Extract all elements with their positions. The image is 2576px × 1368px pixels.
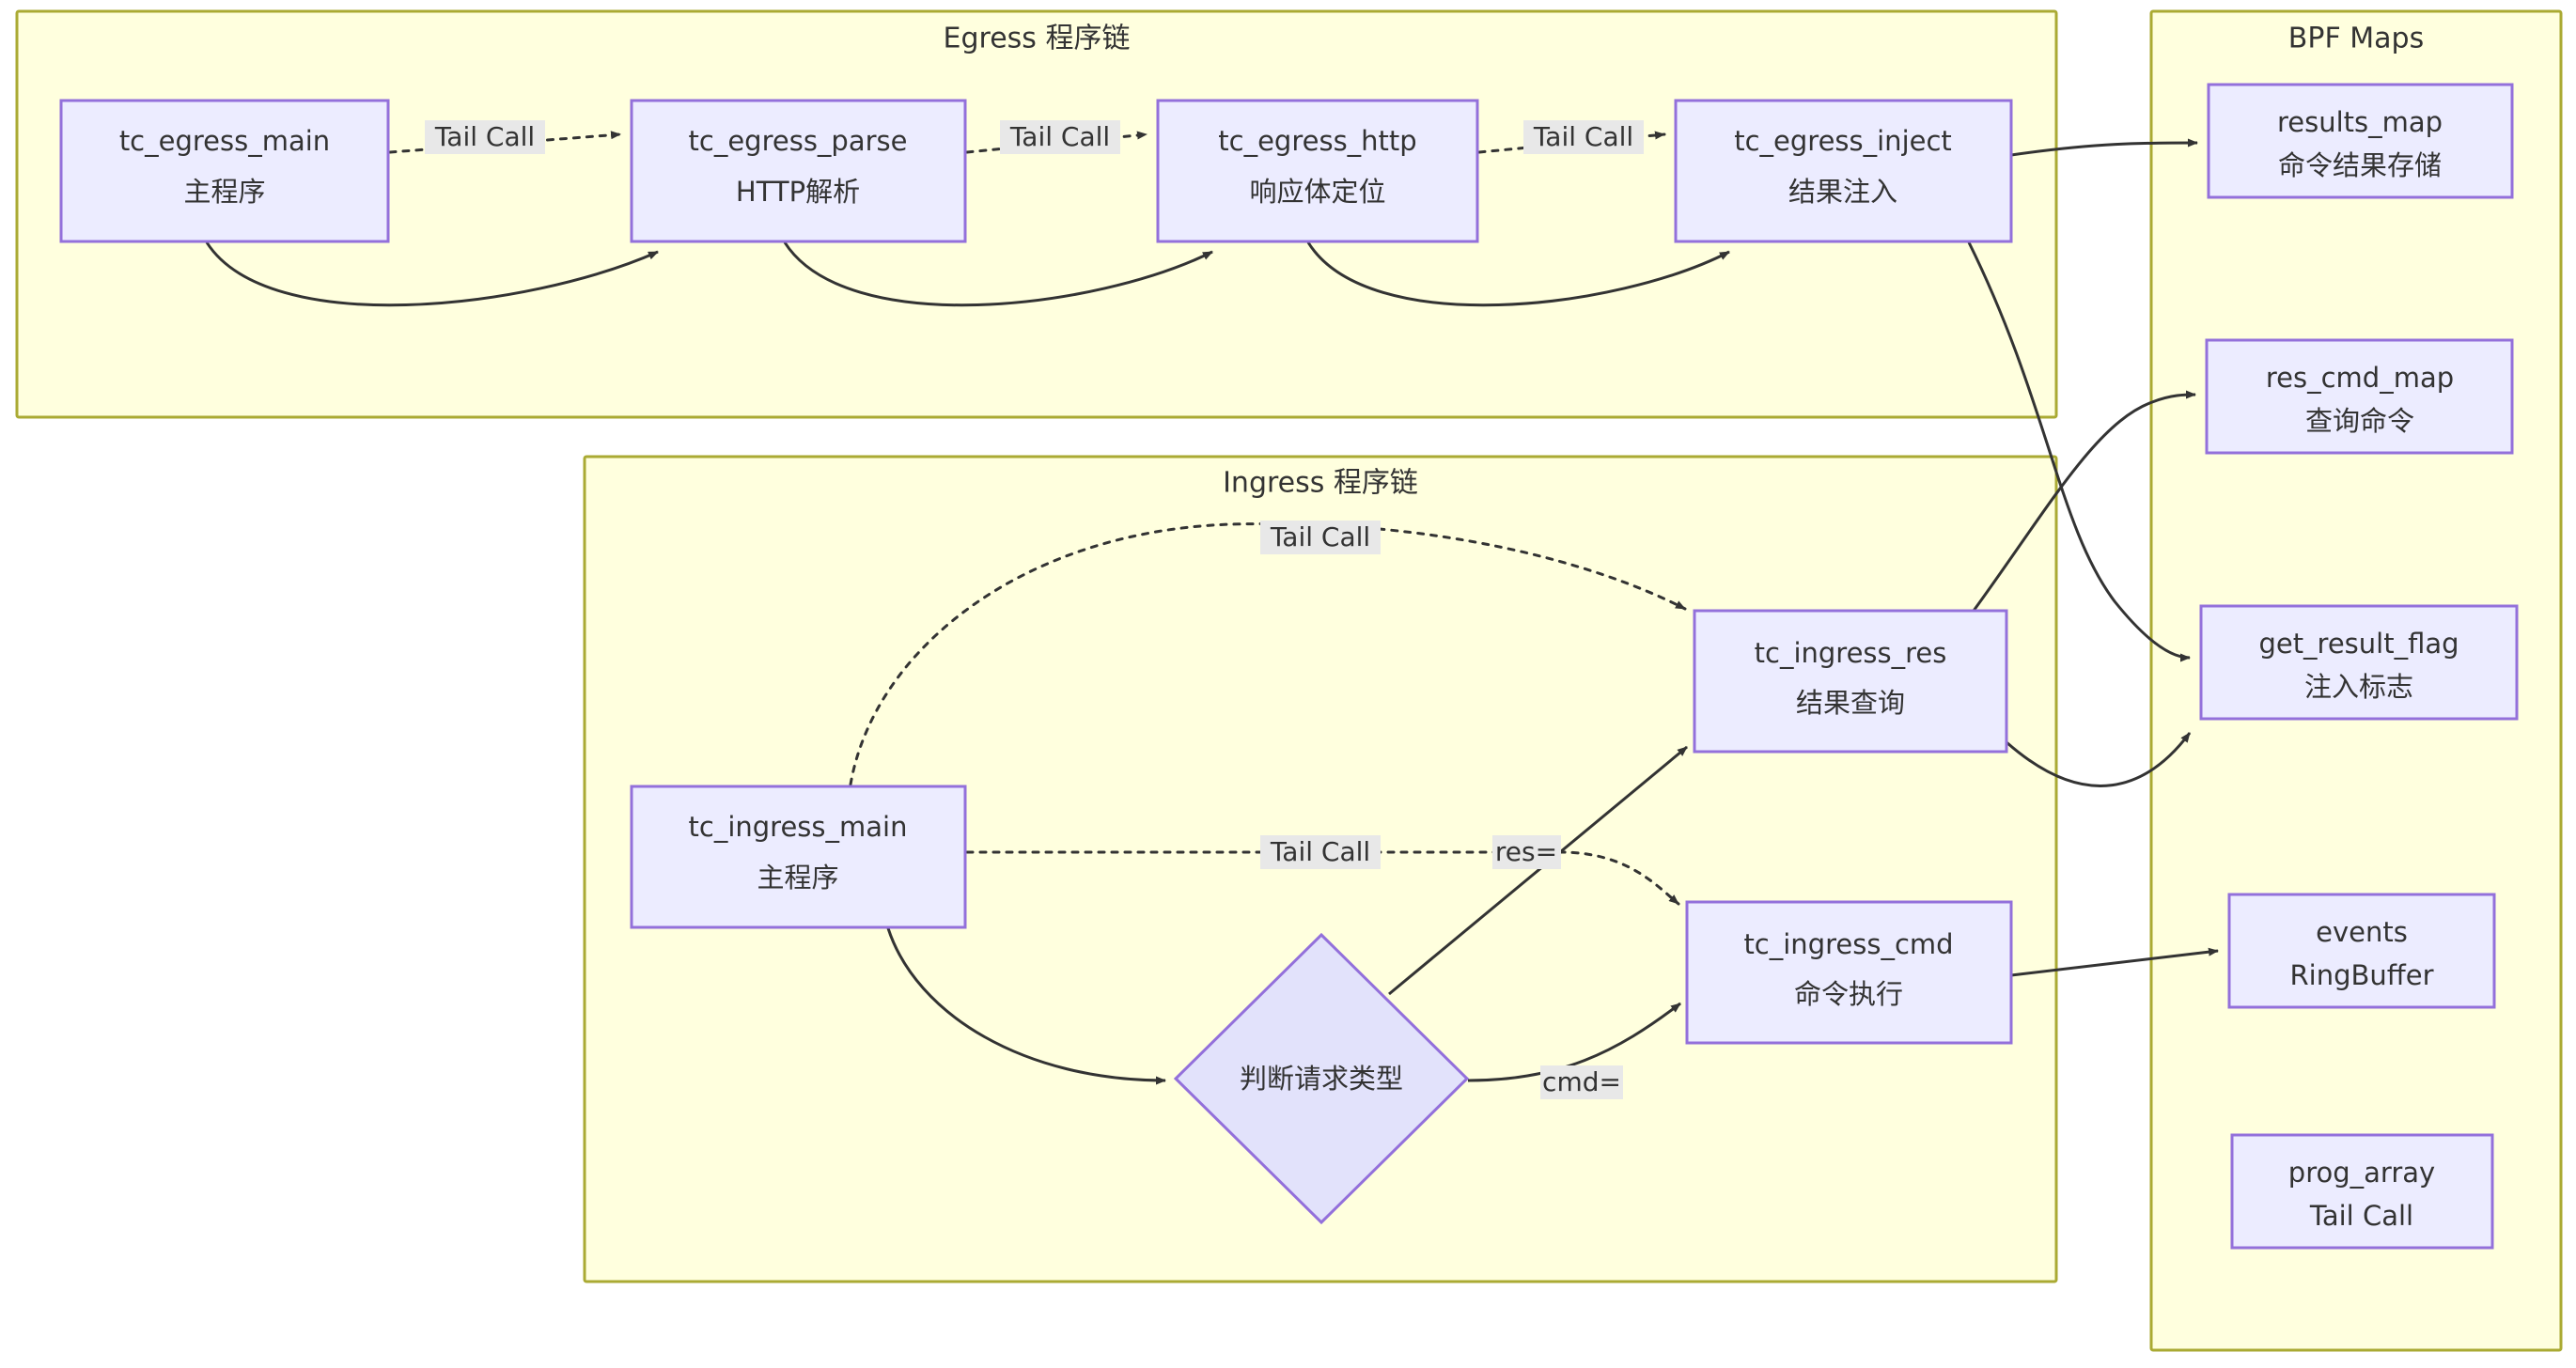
- edge-inject-to-get-result-flag: [1967, 241, 2191, 662]
- edge-ingress-main-to-cmd-tailcall: [965, 850, 1680, 906]
- cluster-egress-title: Egress 程序链: [944, 23, 1131, 55]
- node-prog-array-subtitle: Tail Call: [2309, 1200, 2413, 1232]
- edge-egress-main-to-parse-flow: [205, 241, 659, 307]
- node-tc-ingress-main[interactable]: tc_ingress_main 主程序: [630, 785, 967, 929]
- edge-label-ingress-cmd-tailcall-bg: [1260, 835, 1381, 869]
- node-events-subtitle: RingBuffer: [2289, 959, 2433, 991]
- edge-ingress-main-to-decision: [886, 927, 1166, 1085]
- node-tc-egress-parse-title: tc_egress_parse: [689, 125, 908, 157]
- node-get-result-flag-title: get_result_flag: [2258, 628, 2459, 660]
- node-get-result-flag-subtitle: 注入标志: [2304, 671, 2413, 703]
- node-tc-ingress-res-subtitle: 结果查询: [1796, 687, 1905, 719]
- node-tc-egress-parse-box[interactable]: [630, 99, 967, 243]
- node-decide-request-type[interactable]: 判断请求类型: [1173, 932, 1470, 1225]
- node-res-cmd-map-title: res_cmd_map: [2266, 362, 2454, 394]
- edge-decision-to-cmd: [1467, 1002, 1681, 1082]
- edge-label-egress-1: Tail Call: [425, 120, 545, 154]
- edge-label-egress-2: Tail Call: [1000, 120, 1120, 154]
- node-tc-egress-parse-subtitle: HTTP解析: [736, 176, 860, 208]
- node-results-map-box[interactable]: [2207, 83, 2514, 199]
- node-tc-ingress-cmd[interactable]: tc_ingress_cmd 命令执行: [1685, 900, 2013, 1045]
- edge-label-cmd-bg: [1540, 1065, 1623, 1099]
- node-tc-ingress-main-title: tc_ingress_main: [689, 811, 908, 843]
- node-tc-ingress-res[interactable]: tc_ingress_res 结果查询: [1693, 609, 2008, 754]
- node-tc-egress-inject-subtitle: 结果注入: [1788, 176, 1897, 208]
- node-tc-ingress-cmd-subtitle: 命令执行: [1794, 978, 1903, 1010]
- edge-label-cmd-text: cmd=: [1542, 1066, 1621, 1097]
- node-prog-array[interactable]: prog_array Tail Call: [2230, 1133, 2494, 1250]
- node-get-result-flag[interactable]: get_result_flag 注入标志: [2199, 604, 2519, 721]
- edge-label-egress-2-bg: [1000, 120, 1120, 154]
- node-tc-egress-main-title: tc_egress_main: [119, 125, 330, 157]
- node-res-cmd-map[interactable]: res_cmd_map 查询命令: [2205, 338, 2514, 455]
- edge-label-res-bg: [1492, 835, 1561, 869]
- node-res-cmd-map-subtitle: 查询命令: [2305, 405, 2414, 437]
- edge-cmd-to-events: [2010, 947, 2219, 977]
- edge-label-ingress-cmd-tailcall-text: Tail Call: [1270, 836, 1370, 867]
- edge-res-to-get-result-flag: [2006, 732, 2192, 787]
- edge-decision-to-res: [1388, 745, 1688, 996]
- edge-label-egress-3-text: Tail Call: [1533, 121, 1633, 152]
- edge-ingress-main-to-res-tailcall: [849, 522, 1687, 786]
- node-tc-egress-inject[interactable]: tc_egress_inject 结果注入: [1674, 99, 2013, 243]
- node-tc-egress-parse[interactable]: tc_egress_parse HTTP解析: [630, 99, 967, 243]
- node-tc-ingress-cmd-box[interactable]: [1685, 900, 2013, 1045]
- node-events-box[interactable]: [2227, 893, 2496, 1009]
- node-tc-egress-http-title: tc_egress_http: [1218, 125, 1416, 157]
- node-decide-request-type-label: 判断请求类型: [1240, 1063, 1403, 1095]
- node-get-result-flag-box[interactable]: [2199, 604, 2519, 721]
- edge-label-ingress-res-tailcall-bg: [1260, 521, 1381, 554]
- node-res-cmd-map-box[interactable]: [2205, 338, 2514, 455]
- edge-label-ingress-cmd-tailcall: Tail Call: [1260, 835, 1381, 869]
- edge-label-res: res=: [1492, 835, 1561, 869]
- edge-label-egress-3-bg: [1523, 120, 1644, 154]
- node-tc-ingress-cmd-title: tc_ingress_cmd: [1743, 928, 1953, 960]
- node-tc-ingress-main-subtitle: 主程序: [757, 862, 838, 894]
- edge-label-egress-1-text: Tail Call: [434, 121, 535, 152]
- edge-label-egress-3: Tail Call: [1523, 120, 1644, 154]
- node-prog-array-box[interactable]: [2230, 1133, 2494, 1250]
- node-tc-egress-http-box[interactable]: [1156, 99, 1479, 243]
- node-tc-ingress-res-box[interactable]: [1693, 609, 2008, 754]
- node-decide-request-type-shape[interactable]: [1173, 932, 1470, 1225]
- node-tc-egress-main-subtitle: 主程序: [183, 176, 265, 208]
- edge-label-cmd: cmd=: [1540, 1065, 1623, 1099]
- cluster-ingress-title: Ingress 程序链: [1223, 467, 1418, 500]
- node-tc-egress-inject-title: tc_egress_inject: [1734, 125, 1952, 157]
- node-tc-ingress-main-box[interactable]: [630, 785, 967, 929]
- cluster-egress-box: [15, 9, 2058, 419]
- edge-inject-to-results-map: [2010, 138, 2198, 157]
- edge-egress-http-to-inject-flow: [1306, 241, 1730, 307]
- node-results-map-subtitle: 命令结果存储: [2278, 149, 2442, 181]
- node-tc-ingress-res-title: tc_ingress_res: [1755, 637, 1947, 669]
- node-results-map-title: results_map: [2277, 106, 2443, 138]
- cluster-egress: Egress 程序链: [15, 9, 2058, 419]
- node-tc-egress-http[interactable]: tc_egress_http 响应体定位: [1156, 99, 1479, 243]
- edge-label-egress-2-text: Tail Call: [1009, 121, 1110, 152]
- node-tc-egress-main[interactable]: tc_egress_main 主程序: [59, 99, 390, 243]
- node-events-title: events: [2316, 916, 2408, 948]
- edge-label-ingress-res-tailcall: Tail Call: [1260, 521, 1381, 554]
- edge-label-res-text: res=: [1495, 836, 1557, 867]
- node-tc-egress-main-box[interactable]: [59, 99, 390, 243]
- node-events[interactable]: events RingBuffer: [2227, 893, 2496, 1009]
- cluster-bpf-maps-title: BPF Maps: [2288, 23, 2424, 55]
- edge-label-ingress-res-tailcall-text: Tail Call: [1270, 521, 1370, 552]
- edge-egress-parse-to-http-flow: [783, 241, 1213, 307]
- edge-label-egress-1-bg: [425, 120, 545, 154]
- node-tc-egress-inject-box[interactable]: [1674, 99, 2013, 243]
- node-results-map[interactable]: results_map 命令结果存储: [2207, 83, 2514, 199]
- edge-res-to-res-cmd-map: [1972, 390, 2196, 612]
- node-tc-egress-http-subtitle: 响应体定位: [1249, 176, 1385, 208]
- node-prog-array-title: prog_array: [2288, 1157, 2435, 1189]
